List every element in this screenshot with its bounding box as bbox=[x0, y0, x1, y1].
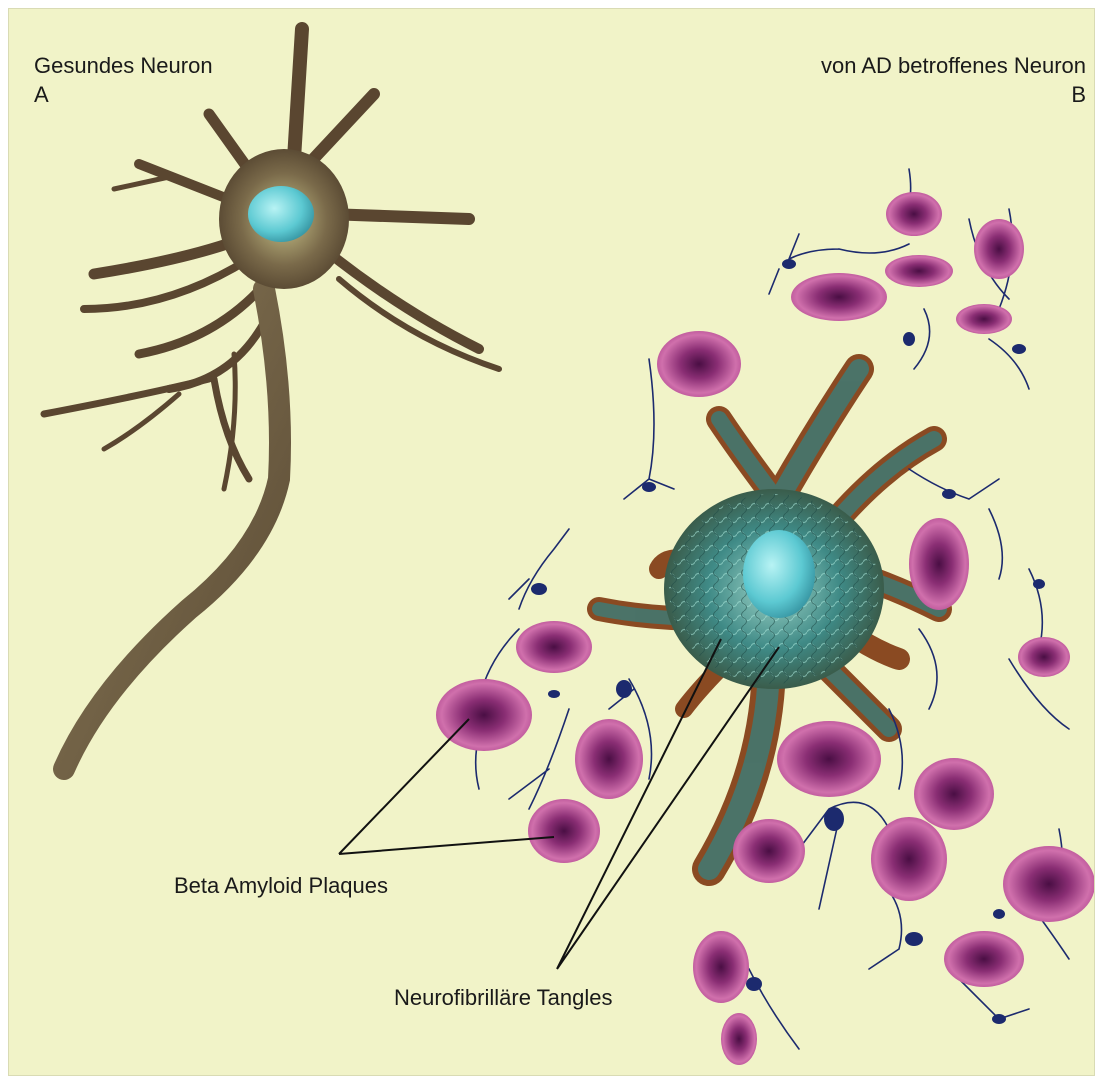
neuron-illustration bbox=[9, 9, 1094, 1075]
healthy-neuron-title: Gesundes Neuron bbox=[34, 53, 213, 79]
plaque bbox=[777, 721, 881, 797]
plaque bbox=[733, 819, 805, 883]
plaques-label: Beta Amyloid Plaques bbox=[174, 873, 388, 899]
plaque bbox=[871, 817, 947, 901]
plaque bbox=[516, 621, 592, 673]
plaque bbox=[885, 255, 953, 287]
plaque bbox=[1018, 637, 1070, 677]
plaque bbox=[693, 931, 749, 1003]
plaque bbox=[528, 799, 600, 863]
plaque bbox=[944, 931, 1024, 987]
plaque bbox=[974, 219, 1024, 279]
plaque bbox=[721, 1013, 757, 1065]
plaque bbox=[1003, 846, 1094, 922]
tangles-label: Neurofibrilläre Tangles bbox=[394, 985, 613, 1011]
ad-neuron-letter: B bbox=[1071, 82, 1086, 108]
plaques-pointer bbox=[339, 719, 554, 854]
healthy-neuron bbox=[44, 29, 499, 769]
plaque bbox=[575, 719, 643, 799]
plaque bbox=[914, 758, 994, 830]
plaque bbox=[956, 304, 1012, 334]
diseased-neuron bbox=[599, 369, 939, 869]
plaque bbox=[657, 331, 741, 397]
plaque bbox=[436, 679, 532, 751]
ad-neuron-title: von AD betroffenes Neuron bbox=[821, 53, 1086, 79]
diagram-canvas: Gesundes Neuron A von AD betroffenes Neu… bbox=[8, 8, 1095, 1076]
plaque bbox=[909, 518, 969, 610]
healthy-neuron-letter: A bbox=[34, 82, 49, 108]
plaque bbox=[886, 192, 942, 236]
plaque bbox=[791, 273, 887, 321]
